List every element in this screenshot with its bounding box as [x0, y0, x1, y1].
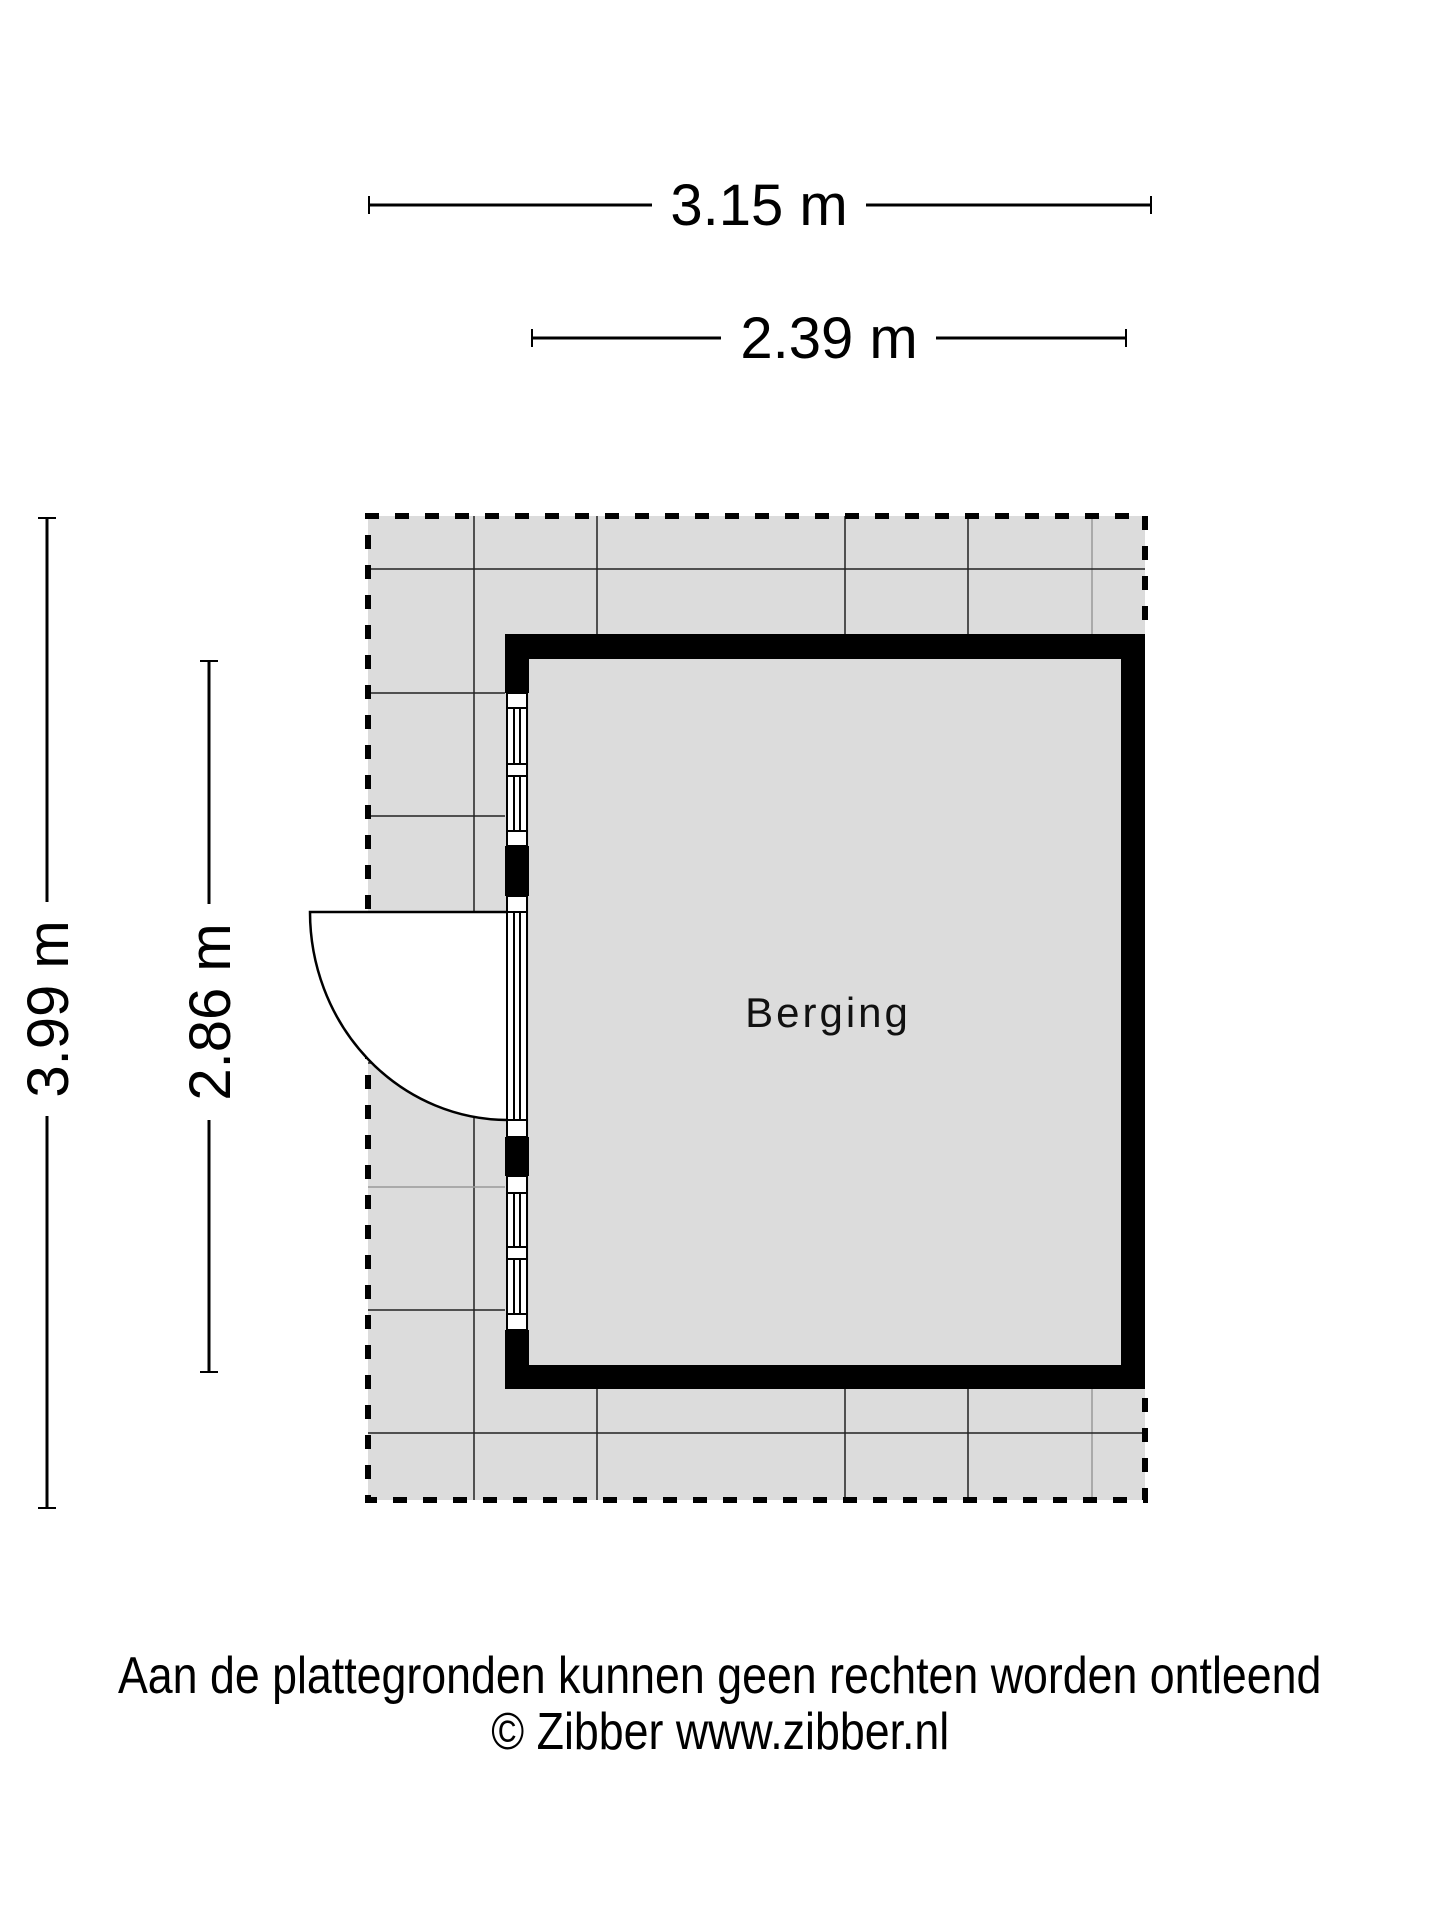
dimension-label-top-inner: 2.39 m — [740, 306, 917, 371]
walls — [505, 634, 1145, 1389]
window-upper — [506, 692, 528, 847]
room-label-berging: Berging — [745, 989, 911, 1036]
dimension-top-inner — [531, 329, 1127, 347]
credit-text: © Zibber www.zibber.nl — [491, 1703, 949, 1761]
dimension-label-left-inner: 2.86 m — [178, 923, 243, 1100]
window-lower — [506, 1175, 528, 1331]
door-swing — [308, 910, 509, 1122]
dimension-label-top-outer: 3.15 m — [670, 173, 847, 238]
room-berging — [529, 659, 1121, 1365]
left-wall-openings — [506, 692, 528, 1331]
footer-disclaimer: Aan de plattegronden kunnen geen rechten… — [0, 1650, 1440, 1702]
disclaimer-text: Aan de plattegronden kunnen geen rechten… — [118, 1647, 1322, 1705]
footer-credit: © Zibber www.zibber.nl — [0, 1706, 1440, 1758]
dimension-left-inner — [200, 660, 218, 1373]
door — [506, 895, 528, 1138]
dimension-left-outer — [38, 517, 56, 1509]
dimension-top-outer — [368, 196, 1152, 214]
dimension-label-left-outer: 3.99 m — [16, 920, 81, 1097]
